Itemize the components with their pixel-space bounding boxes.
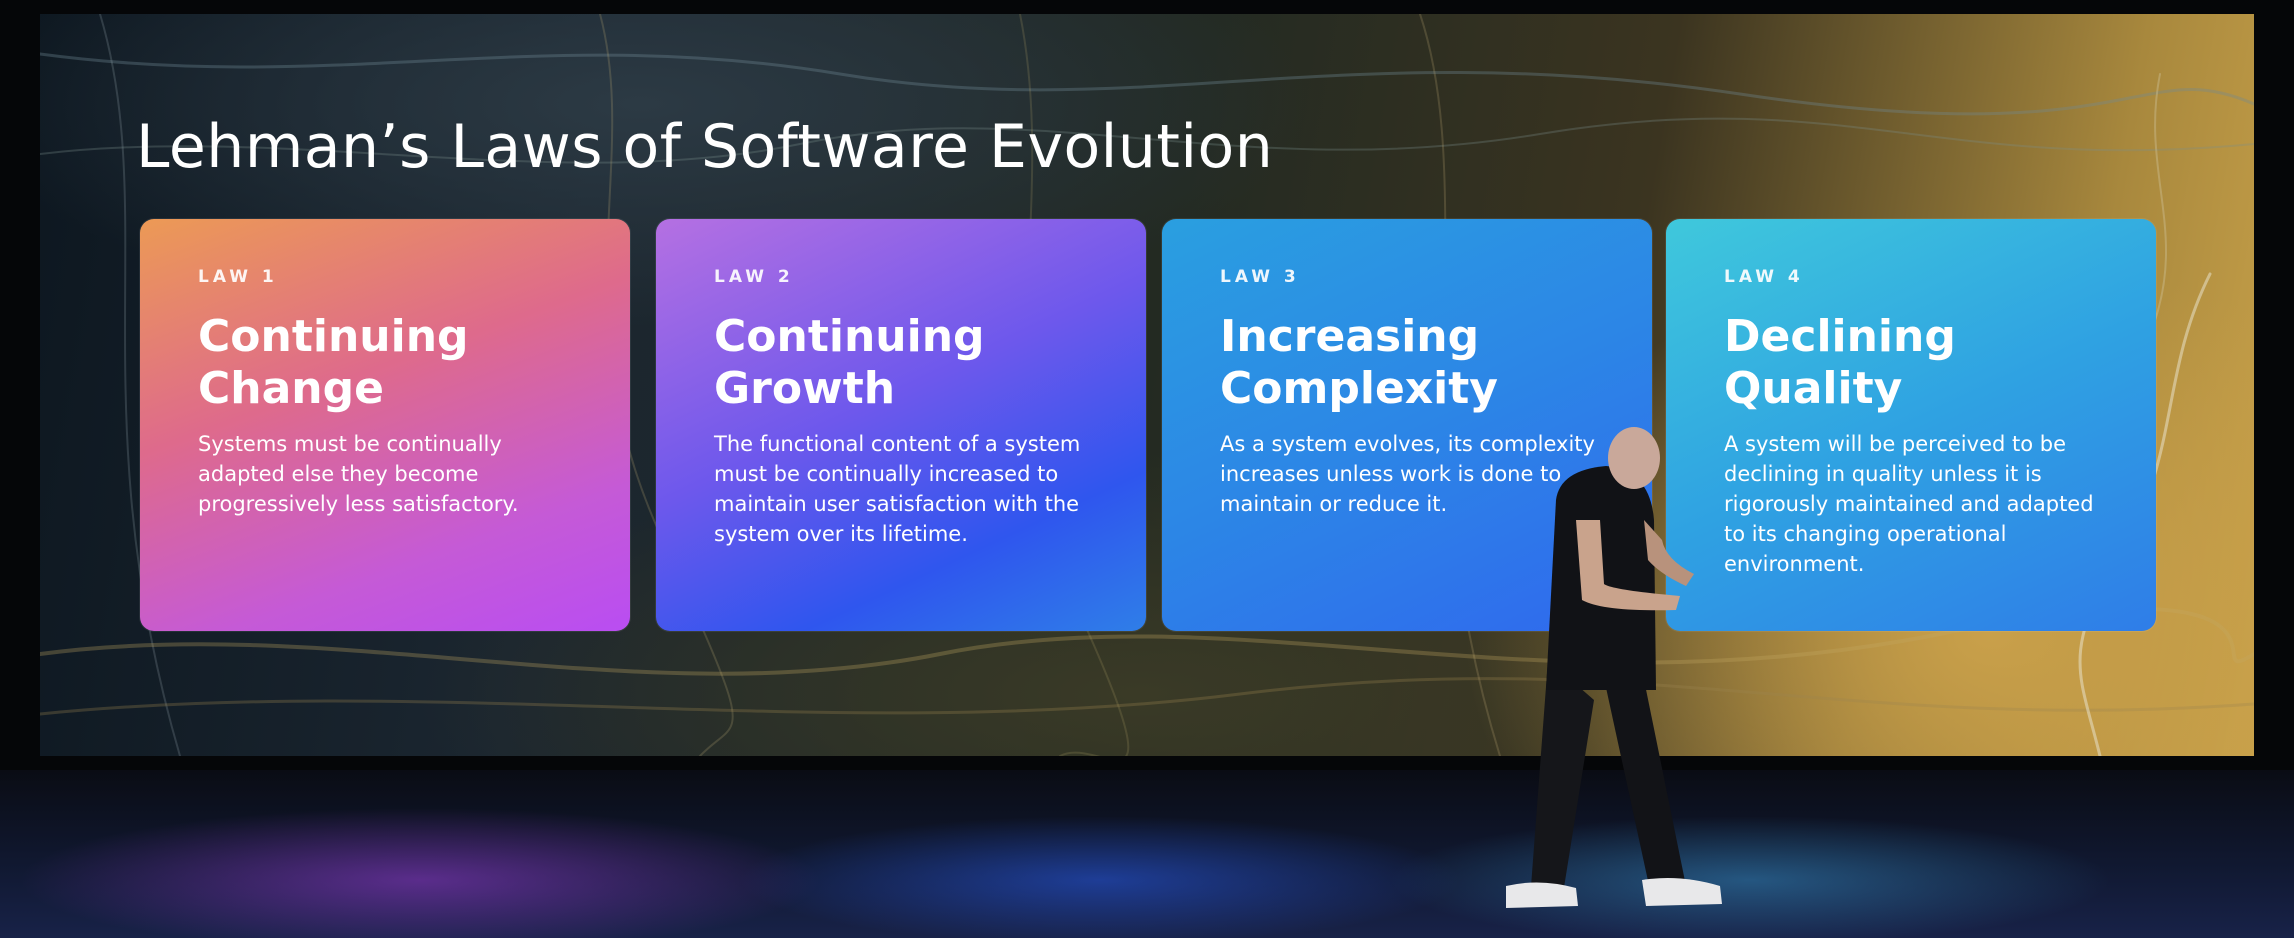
law-description: Systems must be continually adapted else… xyxy=(198,432,519,516)
law-tag: LAW 4 xyxy=(1724,267,1804,287)
law-tag: LAW 1 xyxy=(198,267,278,287)
law-name-line: Declining xyxy=(1724,311,1956,362)
law-description: A system will be perceived to be declini… xyxy=(1724,432,2094,576)
law-name: Increasing Complexity xyxy=(1220,311,1614,415)
law-name-line: Continuing xyxy=(714,311,985,362)
presenter-silhouette xyxy=(1506,427,1722,908)
law-card-1: LAW 1 Continuing Change Systems must be … xyxy=(140,219,630,631)
law-tag: LAW 3 xyxy=(1220,267,1300,287)
slide-title: Lehman’s Laws of Software Evolution xyxy=(136,112,1274,182)
law-description: As a system evolves, its complexity incr… xyxy=(1220,432,1595,516)
law-name: Continuing Change xyxy=(198,311,592,415)
law-name: Continuing Growth xyxy=(714,311,1108,415)
law-name-line: Increasing xyxy=(1220,311,1480,362)
law-name: Declining Quality xyxy=(1724,311,2118,415)
stage-floor xyxy=(0,770,2294,938)
law-card-2: LAW 2 Continuing Growth The functional c… xyxy=(656,219,1146,631)
law-name-line: Growth xyxy=(714,363,896,414)
law-card-4: LAW 4 Declining Quality A system will be… xyxy=(1666,219,2156,631)
presentation-screen: Lehman’s Laws of Software Evolution LAW … xyxy=(40,14,2254,756)
law-name-line: Change xyxy=(198,363,384,414)
law-name-line: Continuing xyxy=(198,311,469,362)
law-name-line: Quality xyxy=(1724,363,1903,414)
law-description: The functional content of a system must … xyxy=(714,432,1081,546)
law-name-line: Complexity xyxy=(1220,363,1498,414)
law-card-3: LAW 3 Increasing Complexity As a system … xyxy=(1162,219,1652,631)
law-tag: LAW 2 xyxy=(714,267,794,287)
